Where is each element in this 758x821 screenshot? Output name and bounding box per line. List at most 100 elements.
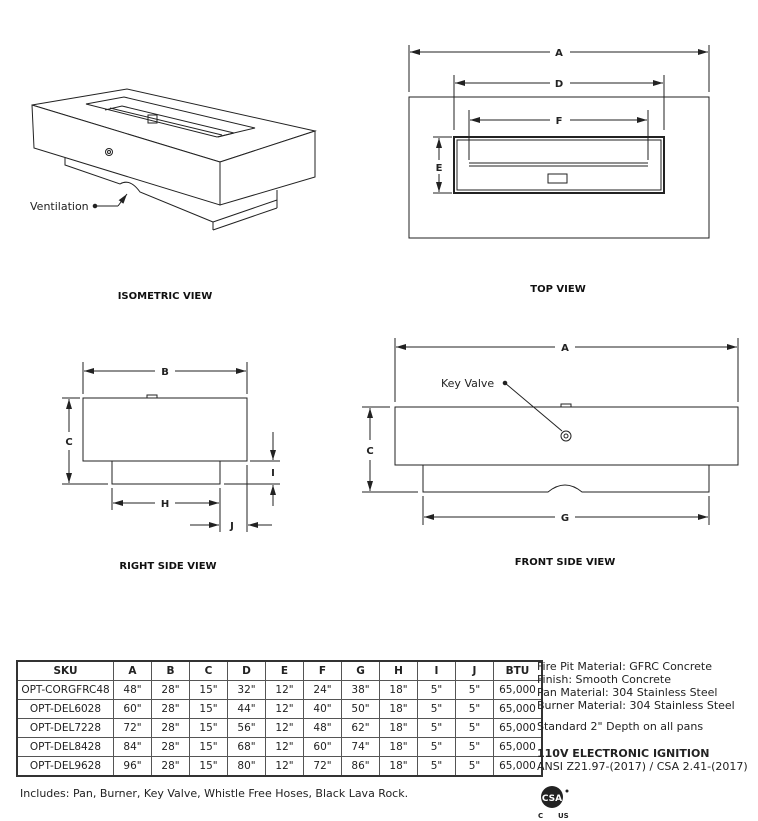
sku-cell: OPT-CORGFRC48 <box>16 680 114 700</box>
column-header: E <box>265 660 304 681</box>
dim-c-label: C <box>65 437 72 448</box>
table-cell: 96" <box>113 756 152 777</box>
table-cell: 44" <box>227 699 266 719</box>
column-header: B <box>151 660 190 681</box>
table-cell: 5" <box>455 737 494 757</box>
table-cell: 72" <box>303 756 342 777</box>
csa-c-mark: C <box>538 812 543 820</box>
table-cell: 84" <box>113 737 152 757</box>
ventilation-callout: Ventilation <box>30 200 89 213</box>
table-cell: 5" <box>417 756 456 777</box>
sku-cell: OPT-DEL9628 <box>16 756 114 777</box>
table-cell: 60" <box>303 737 342 757</box>
column-header: J <box>455 660 494 681</box>
top-view-label: TOP VIEW <box>530 284 585 295</box>
dim-i-label: I <box>271 468 275 479</box>
front-side-view-drawing <box>362 338 739 525</box>
table-cell: 86" <box>341 756 380 777</box>
depth-note: Standard 2" Depth on all pans <box>537 720 704 733</box>
column-header: F <box>303 660 342 681</box>
sku-cell: OPT-DEL6028 <box>16 699 114 719</box>
csa-logo: CSA C US <box>538 786 569 820</box>
table-cell: 68" <box>227 737 266 757</box>
table-cell: 28" <box>151 756 190 777</box>
top-view-drawing <box>408 45 710 239</box>
table-cell: 50" <box>341 699 380 719</box>
column-header: A <box>113 660 152 681</box>
table-cell: 5" <box>455 718 494 738</box>
table-cell: 15" <box>189 756 228 777</box>
isometric-drawing <box>31 88 317 231</box>
table-cell: 65,000 <box>493 718 543 738</box>
table-cell: 12" <box>265 756 304 777</box>
table-cell: 28" <box>151 718 190 738</box>
material-note: Finish: Smooth Concrete <box>537 673 672 686</box>
table-cell: 5" <box>417 680 456 700</box>
table-cell: 18" <box>379 737 418 757</box>
dim-a-label: A <box>561 343 569 354</box>
isometric-view-label: ISOMETRIC VIEW <box>118 291 213 302</box>
table-cell: 5" <box>417 718 456 738</box>
table-cell: 12" <box>265 699 304 719</box>
table-cell: 65,000 <box>493 737 543 757</box>
table-cell: 28" <box>151 680 190 700</box>
table-cell: 18" <box>379 756 418 777</box>
dim-b-label: B <box>161 367 169 378</box>
column-header: C <box>189 660 228 681</box>
table-cell: 12" <box>265 680 304 700</box>
material-note: Pan Material: 304 Stainless Steel <box>537 686 718 699</box>
table-cell: 5" <box>455 680 494 700</box>
table-cell: 62" <box>341 718 380 738</box>
table-cell: 24" <box>303 680 342 700</box>
table-cell: 48" <box>303 718 342 738</box>
key-valve-callout: Key Valve <box>441 377 494 390</box>
sku-cell: OPT-DEL8428 <box>16 737 114 757</box>
table-cell: 60" <box>113 699 152 719</box>
ignition-note: 110V ELECTRONIC IGNITION <box>537 747 710 760</box>
table-cell: 15" <box>189 718 228 738</box>
includes-note: Includes: Pan, Burner, Key Valve, Whistl… <box>20 787 409 800</box>
dim-a-label: A <box>555 48 563 59</box>
table-cell: 5" <box>417 737 456 757</box>
material-note: Fire Pit Material: GFRC Concrete <box>537 660 712 673</box>
table-cell: 56" <box>227 718 266 738</box>
table-cell: 12" <box>265 718 304 738</box>
table-cell: 5" <box>455 699 494 719</box>
column-header: SKU <box>16 660 114 681</box>
front-side-view-label: FRONT SIDE VIEW <box>515 557 616 568</box>
material-note: Burner Material: 304 Stainless Steel <box>537 699 735 712</box>
table-cell: 28" <box>151 737 190 757</box>
column-header: I <box>417 660 456 681</box>
column-header: BTU <box>493 660 543 681</box>
table-cell: 80" <box>227 756 266 777</box>
table-cell: 5" <box>455 756 494 777</box>
column-header: H <box>379 660 418 681</box>
table-cell: 18" <box>379 680 418 700</box>
dim-c-label: C <box>366 446 373 457</box>
table-cell: 18" <box>379 699 418 719</box>
column-header: D <box>227 660 266 681</box>
dim-h-label: H <box>161 499 169 510</box>
csa-logo-text: CSA <box>542 794 562 804</box>
table-cell: 15" <box>189 680 228 700</box>
sku-cell: OPT-DEL7228 <box>16 718 114 738</box>
table-cell: 12" <box>265 737 304 757</box>
right-side-view-label: RIGHT SIDE VIEW <box>119 561 216 572</box>
table-cell: 65,000 <box>493 756 543 777</box>
right-side-view-drawing <box>62 362 280 532</box>
table-cell: 18" <box>379 718 418 738</box>
column-header: G <box>341 660 380 681</box>
csa-us-mark: US <box>558 812 569 820</box>
dim-d-label: D <box>555 79 563 90</box>
table-cell: 65,000 <box>493 699 543 719</box>
table-cell: 15" <box>189 699 228 719</box>
drawings: Ventilation ISOMETRIC VIEW A D F E TOP V… <box>30 45 739 572</box>
